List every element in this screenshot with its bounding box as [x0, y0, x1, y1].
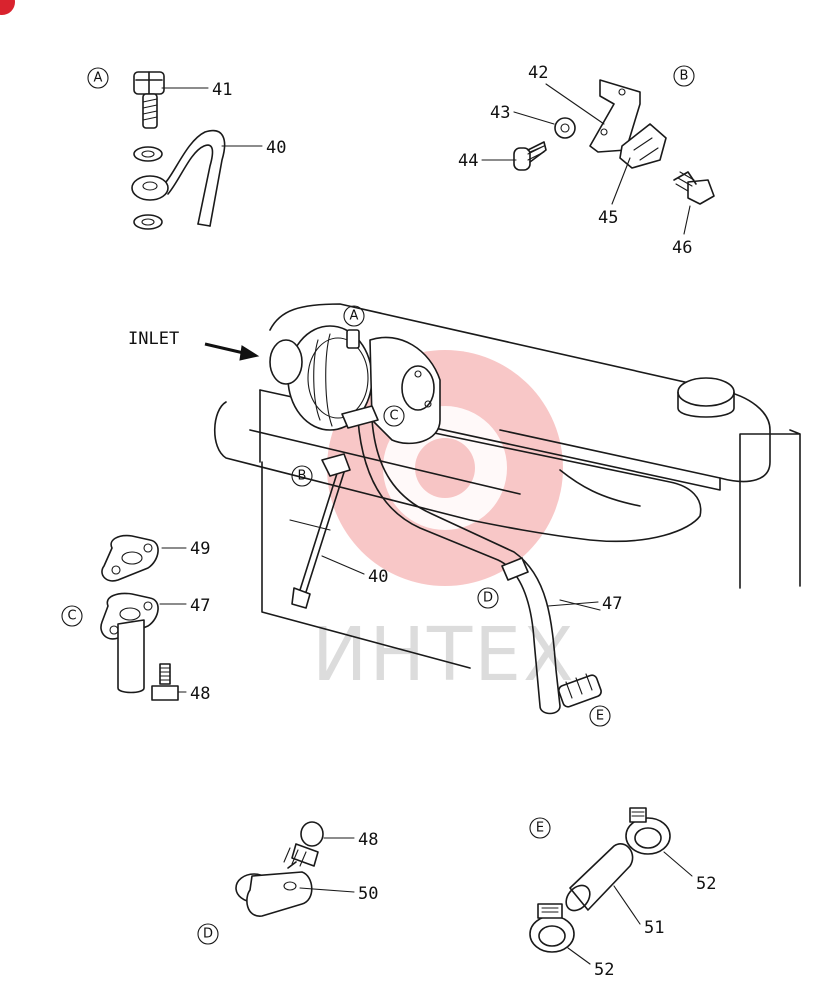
detail-e-group: [529, 807, 671, 953]
callout-b-main: B: [291, 465, 313, 487]
detail-b-group: [513, 79, 715, 205]
watermark-text: ИНТЕХ: [312, 612, 576, 698]
part-number-45: 45: [598, 208, 618, 228]
part-number-48: 48: [358, 830, 378, 850]
callout-e-detail: E: [529, 817, 551, 839]
svg-text:C: C: [389, 409, 398, 424]
clip-icon: [235, 871, 313, 917]
gasket-icon: [101, 534, 159, 582]
callout-d-detail: D: [197, 923, 219, 945]
callout-b-detail: B: [673, 65, 695, 87]
inlet-label: INLET: [128, 329, 179, 349]
part-number-labels: 41 40 42 43 44 45 46 40 49 47 48 47 48 5…: [190, 63, 716, 980]
part-number-51: 51: [644, 918, 664, 938]
part-number-52-bottom: 52: [594, 960, 614, 980]
part-number-41: 41: [212, 80, 232, 100]
detail-d-group: [235, 821, 324, 917]
part-number-48-detail: 48: [190, 684, 210, 704]
part-number-49: 49: [190, 539, 210, 559]
callout-a-main: A: [343, 305, 365, 327]
detail-a-group: [131, 71, 226, 230]
engine-assembly: INLET: [128, 303, 801, 715]
callout-e-main: E: [589, 705, 611, 727]
turbocharger-icon: [269, 325, 441, 445]
hose-clamp-icon: [501, 557, 529, 581]
svg-text:B: B: [680, 69, 689, 84]
svg-text:C: C: [67, 609, 76, 624]
svg-text:D: D: [483, 591, 493, 606]
leader-lines: [159, 83, 693, 965]
part-number-47-detail: 47: [190, 596, 210, 616]
bolt-icon: [513, 141, 547, 171]
part-number-40-main: 40: [368, 567, 388, 587]
pipe-icon: [117, 619, 145, 694]
svg-text:A: A: [94, 71, 103, 86]
bracket-icon: [589, 79, 641, 153]
hose-clamp-icon: [529, 903, 575, 953]
part-number-50: 50: [358, 884, 378, 904]
washer-icon: [133, 214, 163, 230]
bolt-icon: [673, 171, 715, 205]
hose-clamp-icon: [625, 807, 671, 855]
hose-clamp-icon: [558, 673, 602, 708]
callout-c-main: C: [383, 405, 405, 427]
part-number-43: 43: [490, 103, 510, 123]
callout-c-detail: C: [61, 605, 83, 627]
part-number-46: 46: [672, 238, 692, 258]
svg-text:B: B: [298, 469, 307, 484]
oil-cap-icon: [677, 377, 735, 407]
svg-text:A: A: [350, 309, 359, 324]
washer-icon: [133, 146, 163, 162]
svg-text:E: E: [536, 821, 544, 836]
hose-icon: [569, 843, 634, 911]
part-number-44: 44: [458, 151, 478, 171]
pipe-icon: [131, 129, 226, 227]
part-number-42: 42: [528, 63, 548, 83]
oil-feed-pipe: [299, 463, 347, 593]
clip-icon: [619, 123, 667, 169]
part-number-47-main: 47: [602, 594, 622, 614]
callout-letters: A B A C B D E C: [61, 65, 695, 945]
part-number-52-top: 52: [696, 874, 716, 894]
corner-badge: [0, 0, 15, 15]
bolt-icon: [151, 663, 179, 701]
svg-text:D: D: [203, 927, 213, 942]
hollow-bolt-icon: [133, 71, 165, 129]
bolt-icon: [283, 821, 324, 869]
callout-a-detail: A: [87, 67, 109, 89]
part-number-40: 40: [266, 138, 286, 158]
oil-return-pipe: [357, 419, 561, 715]
washer-icon: [554, 117, 576, 139]
callout-d-main: D: [477, 587, 499, 609]
detail-c-group: [100, 534, 179, 701]
svg-text:E: E: [596, 709, 604, 724]
